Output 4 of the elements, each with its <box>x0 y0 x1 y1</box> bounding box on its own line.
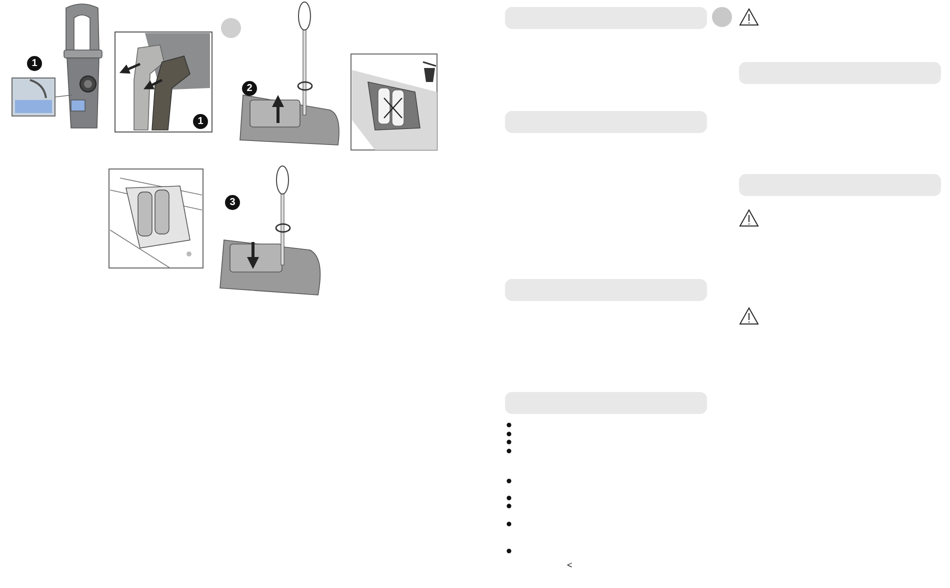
note-text: < <box>567 560 572 570</box>
step-number: 2 <box>242 81 257 96</box>
step-number: 3 <box>225 195 240 210</box>
step-number: 1 <box>27 56 42 71</box>
